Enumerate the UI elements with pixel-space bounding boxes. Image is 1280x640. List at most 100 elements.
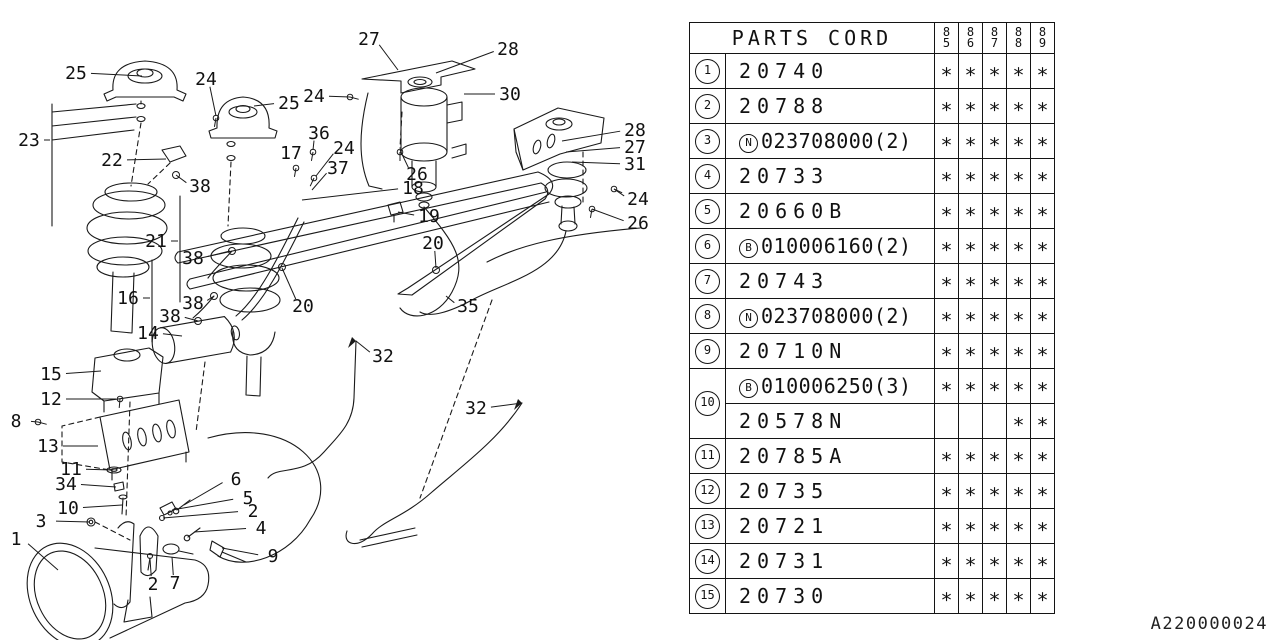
part-number-cell: 20731 (725, 543, 935, 579)
applicability-85: ∗ (934, 158, 959, 194)
callout-19: 19 (418, 206, 440, 227)
applicability-86: ∗ (958, 193, 983, 229)
fastener-bolt (118, 398, 121, 409)
fastener-bolt (37, 421, 47, 425)
applicability-86: ∗ (958, 578, 983, 614)
item-number-cell: 9 (689, 333, 726, 369)
leader-line-2 (149, 558, 152, 577)
leader-line-27 (378, 44, 399, 71)
item-number-4: 4 (695, 163, 720, 189)
bracket-plate (61, 399, 190, 481)
leader-line-32 (490, 402, 523, 408)
leader-line-11 (85, 468, 113, 471)
callout-18: 18 (402, 178, 424, 199)
leader-line-9 (221, 547, 259, 556)
applicability-85: ∗ (934, 438, 959, 474)
applicability-86: ∗ (958, 508, 983, 544)
fastener-head (610, 185, 618, 193)
applicability-88: ∗ (1006, 88, 1031, 124)
fastener-prefix-B: B (739, 239, 758, 258)
leader-line-37 (311, 172, 327, 191)
applicability-89: ∗ (1030, 193, 1055, 229)
leader-line-32 (355, 340, 371, 353)
item-number-cell: 8 (689, 298, 726, 334)
applicability-87: ∗ (982, 53, 1007, 89)
leader-line-15 (65, 370, 102, 375)
part-number-cell: 20785A (725, 438, 935, 474)
applicability-86: ∗ (958, 473, 983, 509)
callout-21: 21 (145, 231, 167, 252)
fastener-head (34, 418, 42, 426)
leader-line-24 (209, 86, 217, 117)
fastener-prefix-B: B (739, 379, 758, 398)
leader-line-3 (55, 520, 91, 523)
air-dryer (151, 315, 241, 364)
callout-37: 37 (327, 158, 349, 179)
callout-25: 25 (65, 63, 87, 84)
crossmember-tubes (174, 171, 554, 321)
part-number-cell: 20788 (725, 88, 935, 124)
item-number-cell: 14 (689, 543, 726, 579)
applicability-87: ∗ (982, 333, 1007, 369)
applicability-86: ∗ (958, 228, 983, 264)
item-number-cell: 13 (689, 508, 726, 544)
applicability-88: ∗ (1006, 123, 1031, 159)
callout-25: 25 (278, 93, 300, 114)
applicability-86: ∗ (958, 333, 983, 369)
applicability-85: ∗ (934, 508, 959, 544)
callout-32: 32 (465, 398, 487, 419)
applicability-89: ∗ (1030, 333, 1055, 369)
fastener-head (116, 395, 124, 403)
applicability-86: ∗ (958, 88, 983, 124)
callout-13: 13 (37, 436, 59, 457)
applicability-87: ∗ (982, 228, 1007, 264)
leader-line-19 (397, 211, 415, 216)
applicability-85: ∗ (934, 333, 959, 369)
callout-24: 24 (195, 69, 217, 90)
leader-line-28 (561, 130, 621, 142)
applicability-85 (934, 403, 959, 439)
leader-line-38 (206, 295, 215, 301)
applicability-86: ∗ (958, 158, 983, 194)
tube-clamp (228, 247, 236, 255)
applicability-88: ∗ (1006, 333, 1031, 369)
fastener-prefix-N: N (739, 134, 758, 153)
callout-4: 4 (256, 518, 267, 539)
leader-line-25 (253, 103, 275, 107)
applicability-88: ∗ (1006, 228, 1031, 264)
tube-clamp (172, 171, 180, 179)
callout-24: 24 (303, 86, 325, 107)
leader-line-8 (30, 420, 39, 423)
applicability-88: ∗ (1006, 263, 1031, 299)
item-number-13: 13 (695, 513, 720, 539)
item-number-cell: 4 (689, 158, 726, 194)
fastener-bolt (349, 96, 359, 100)
applicability-89: ∗ (1030, 298, 1055, 334)
part-number-cell: 20710N (725, 333, 935, 369)
applicability-85: ∗ (934, 263, 959, 299)
callout-31: 31 (624, 154, 646, 175)
applicability-88: ∗ (1006, 403, 1031, 439)
callout-30: 30 (499, 84, 521, 105)
leader-line-6 (183, 482, 223, 506)
air-tubes (192, 206, 641, 548)
callout-28: 28 (624, 120, 646, 141)
leader-line-31 (571, 161, 621, 165)
item-number-cell: 10 (689, 368, 726, 439)
applicability-89: ∗ (1030, 158, 1055, 194)
applicability-89: ∗ (1030, 53, 1055, 89)
leader-line-24 (315, 153, 334, 177)
applicability-87: ∗ (982, 123, 1007, 159)
leader-line-36 (312, 140, 315, 151)
item-number-cell: 12 (689, 473, 726, 509)
